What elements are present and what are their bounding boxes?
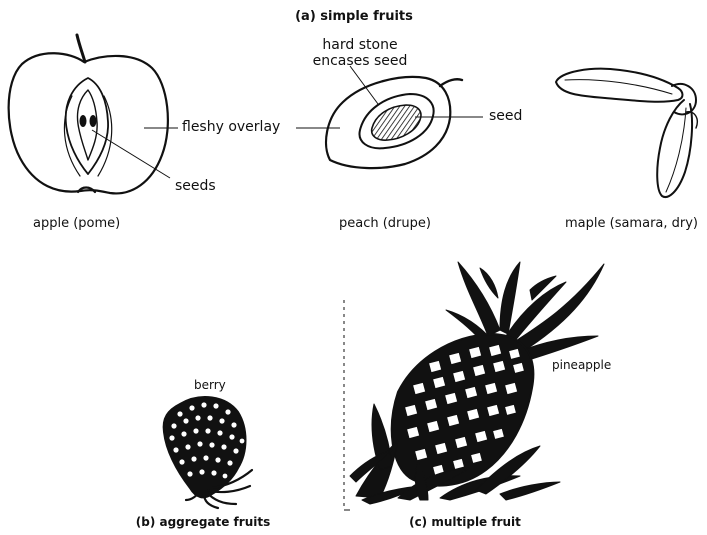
apple-caption: apple (pome) [33,216,120,231]
seeds-leader-line [92,130,170,178]
pineapple-label: pineapple [552,358,611,372]
apple-drawing [9,35,168,193]
maple-drawing [556,69,697,197]
section-c-title: (c) multiple fruit [380,515,550,529]
pineapple-drawing [350,262,604,504]
hard-stone-label-line2: encases seed [305,53,415,69]
section-a-title: (a) simple fruits [254,9,454,24]
seeds-label: seeds [175,178,216,194]
peach-seed [372,105,421,140]
hard-stone-label-line1: hard stone [305,37,415,53]
maple-caption: maple (samara, dry) [565,216,698,231]
berry-label: berry [194,378,226,392]
apple-seeds [80,115,97,127]
seed-label: seed [489,108,522,124]
section-b-title: (b) aggregate fruits [118,515,288,529]
peach-caption: peach (drupe) [339,216,431,231]
fleshy-overlay-label: fleshy overlay [182,119,280,135]
berry-drawing [164,397,252,508]
